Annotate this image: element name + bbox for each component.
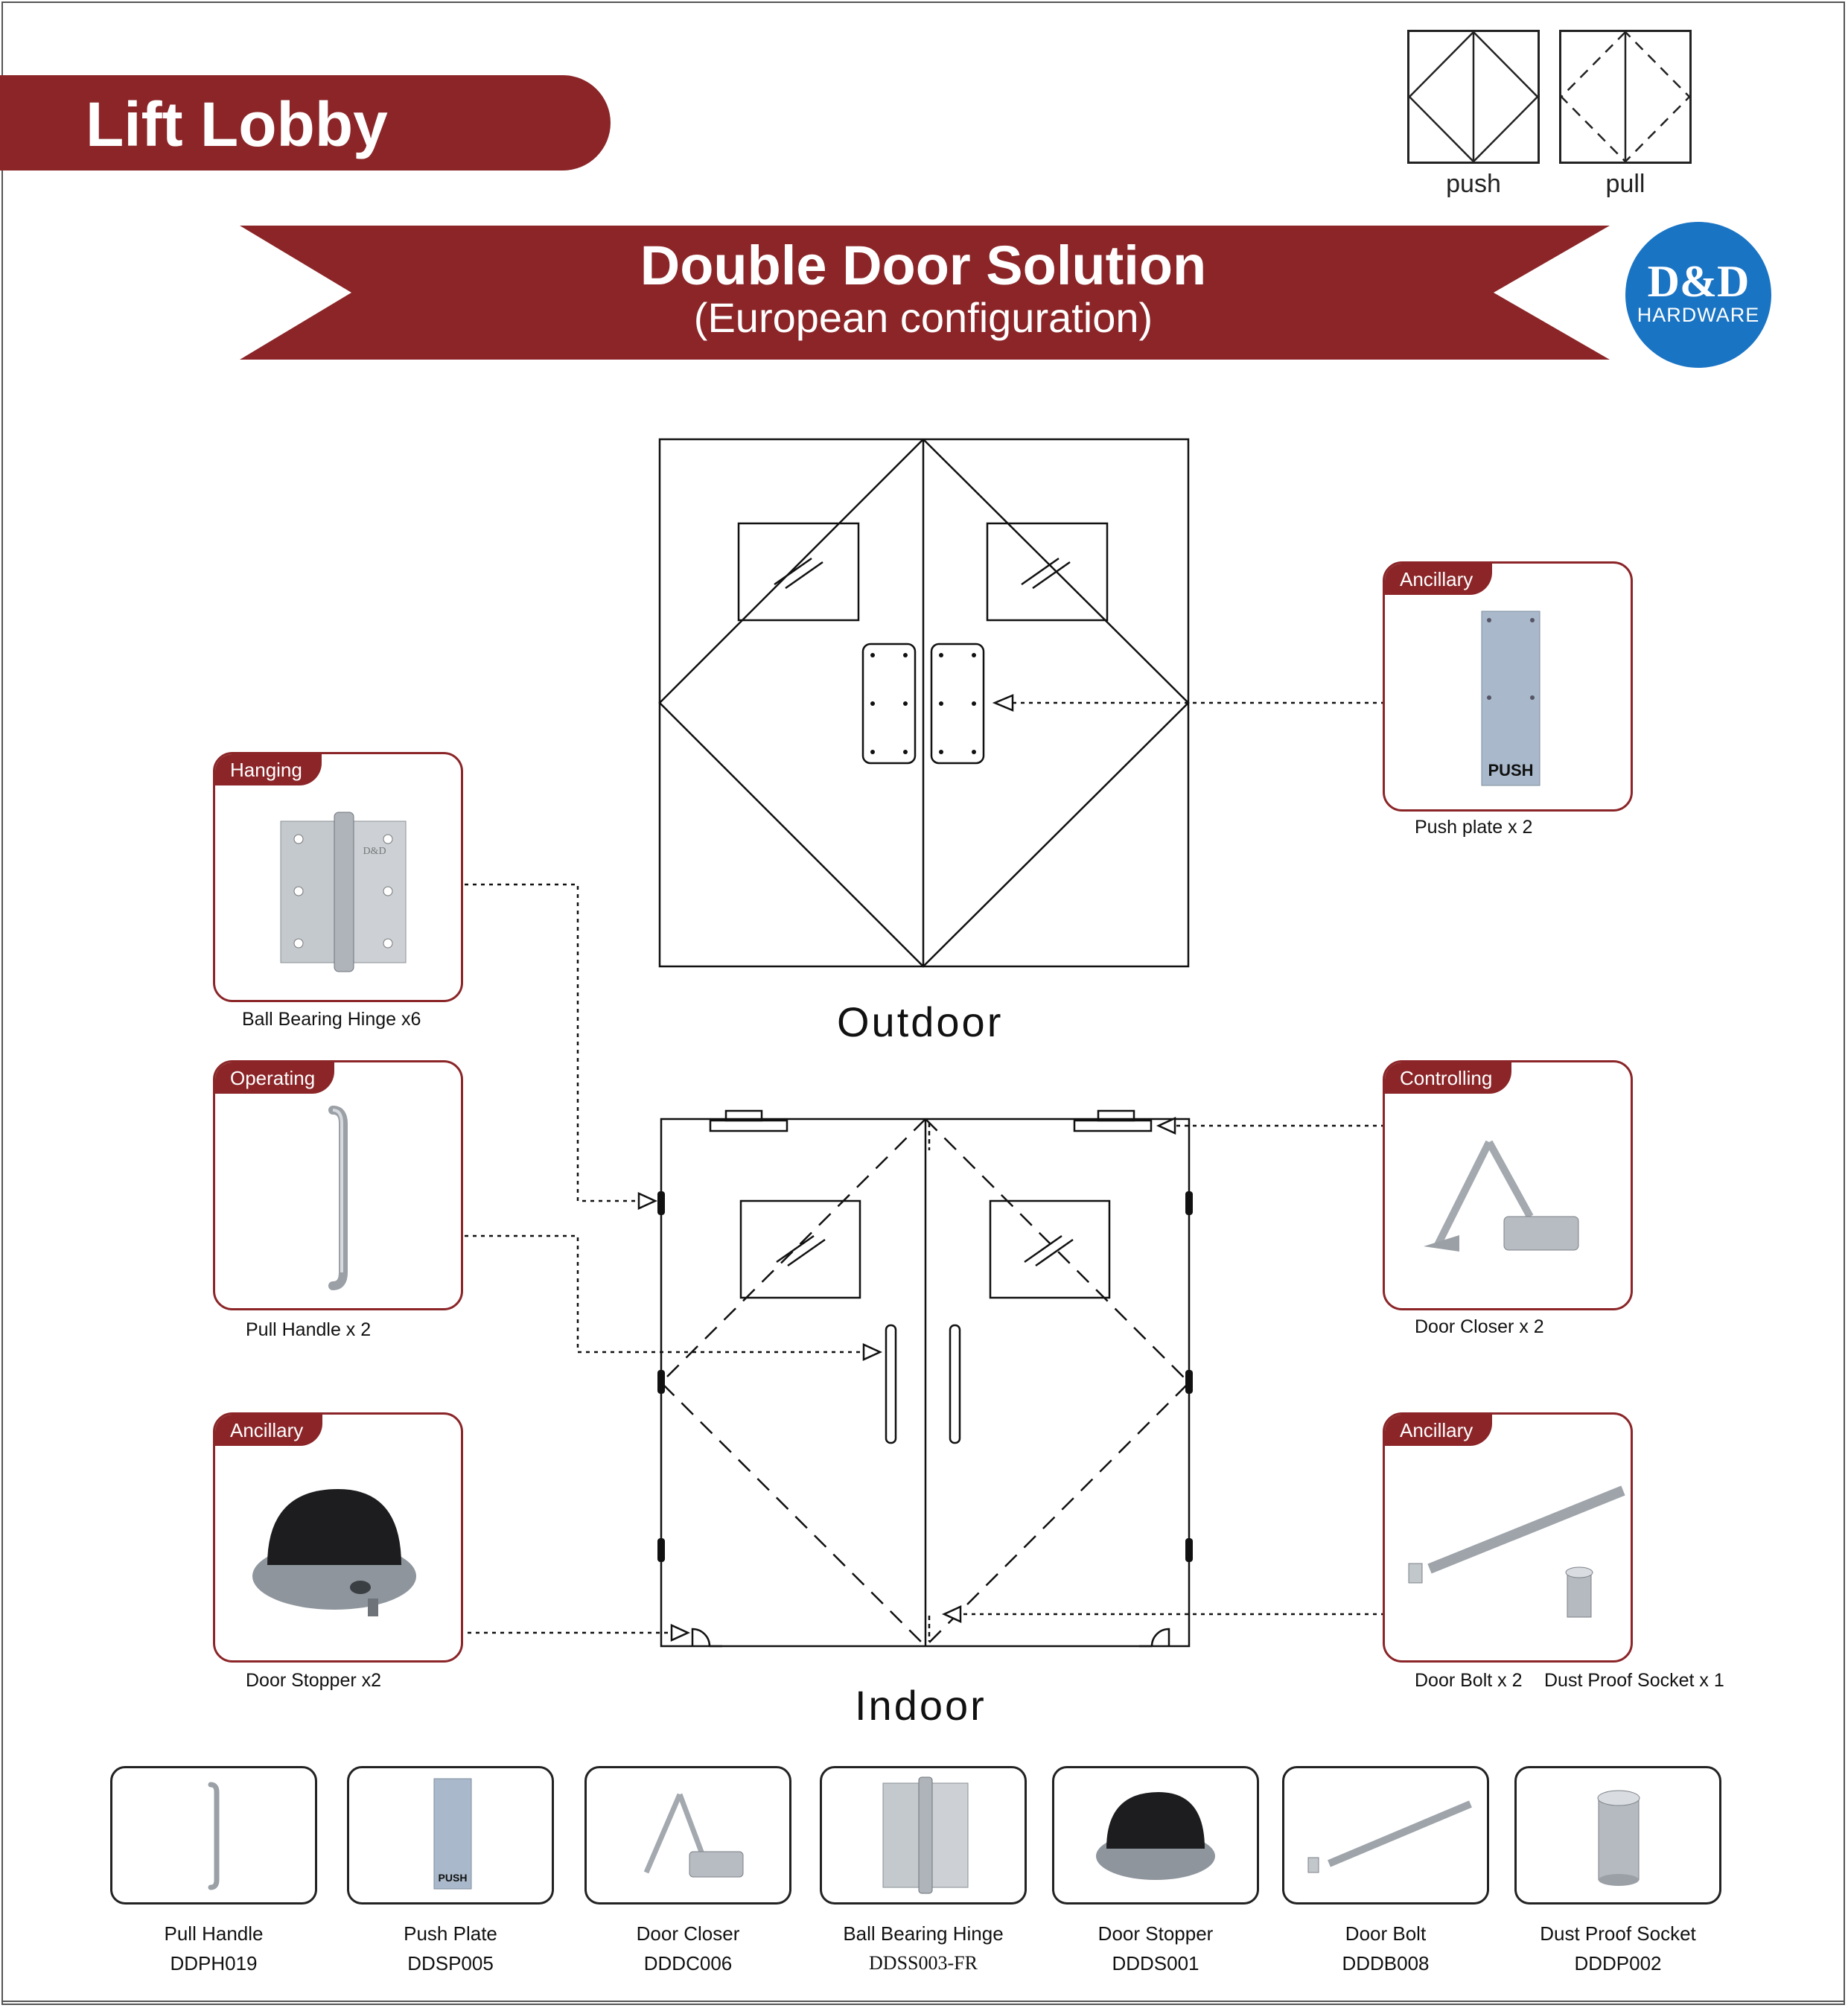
logo-main-text: D&D (1647, 257, 1750, 306)
push-legend-icon (1407, 30, 1540, 164)
callout-category: Ancillary (1385, 564, 1493, 595)
product-code: DDPH019 (170, 1952, 258, 1974)
ribbon-subtitle: (European configuration) (693, 294, 1153, 341)
product-code: DDDP002 (1574, 1952, 1662, 1974)
product-code: DDDC006 (643, 1952, 733, 1974)
hinge-image: D&D (280, 812, 407, 972)
door-stopper-callout-card: Ancillary (213, 1412, 463, 1663)
logo-sub-text: HARDWARE (1637, 304, 1760, 326)
pull-handle-caption: Pull Handle x 2 (246, 1319, 372, 1340)
product-tile-hinge (820, 1766, 1027, 1905)
indoor-label: Indoor (855, 1682, 987, 1729)
product-tile-door-bolt (1282, 1766, 1489, 1905)
outdoor-label: Outdoor (837, 998, 1004, 1045)
product-tile-pull-handle (110, 1766, 317, 1905)
callout-category: Hanging (215, 754, 322, 785)
connector-lines (465, 701, 1385, 1634)
brand-logo (1625, 222, 1771, 368)
hinge-callout-card: Hanging D&D (213, 752, 463, 1002)
indoor-door (660, 1109, 1191, 1648)
product-tile-door-closer (584, 1766, 791, 1905)
product-name: Pull Handle (164, 1922, 264, 1945)
door-bolt-callout-card: Ancillary (1383, 1412, 1633, 1663)
product-code: DDSP005 (407, 1952, 494, 1974)
outdoor-door (658, 438, 1190, 968)
product-name: Door Bolt (1345, 1922, 1427, 1945)
product-tile-door-stopper (1052, 1766, 1259, 1905)
product-name: Dust Proof Socket (1540, 1922, 1696, 1945)
push-plate-tile-text: PUSH (439, 1872, 468, 1884)
door-bolt-image (1408, 1485, 1625, 1618)
page-title: Lift Lobby (86, 89, 388, 159)
header-banner (0, 75, 611, 170)
pull-legend-icon (1559, 30, 1692, 164)
callout-category: Ancillary (215, 1415, 323, 1446)
hinge-caption: Ball Bearing Hinge x6 (242, 1009, 421, 1030)
dust-socket-caption: Dust Proof Socket x 1 (1544, 1670, 1724, 1691)
push-plate-caption: Push plate x 2 (1415, 817, 1533, 838)
pull-handle-callout-card: Operating (213, 1060, 463, 1310)
product-code: DDSS003-FR (869, 1952, 978, 1974)
push-plate-image: PUSH (1481, 611, 1540, 786)
product-name: Door Closer (636, 1922, 740, 1945)
door-bolt-caption: Door Bolt x 2 (1415, 1670, 1523, 1691)
bottom-rule (1, 2001, 1845, 2002)
push-plate-callout-card: Ancillary PUSH (1383, 561, 1633, 812)
hinge-marking: D&D (363, 846, 386, 857)
product-tile-dust-socket (1514, 1766, 1721, 1905)
callout-category: Operating (215, 1062, 335, 1094)
door-stopper-image (252, 1489, 416, 1616)
door-stopper-caption: Door Stopper x2 (246, 1670, 382, 1691)
push-legend-label: push (1446, 170, 1501, 198)
door-closer-caption: Door Closer x 2 (1415, 1316, 1544, 1337)
product-code: DDDS001 (1112, 1952, 1199, 1974)
product-name: Door Stopper (1097, 1922, 1214, 1945)
title-ribbon (240, 226, 1610, 360)
callout-category: Controlling (1385, 1062, 1512, 1094)
ribbon-title: Double Door Solution (640, 235, 1207, 296)
connector-arrowheads (637, 694, 1176, 1642)
product-code: DDDB008 (1342, 1952, 1430, 1974)
push-plate-screws (870, 653, 976, 754)
door-closer-image (1424, 1140, 1579, 1252)
product-name: Push Plate (404, 1922, 497, 1945)
pull-handle-image (328, 1106, 348, 1290)
push-plate-text: PUSH (1488, 761, 1533, 780)
hinge-marks (657, 1191, 1193, 1562)
pull-legend-label: pull (1605, 170, 1645, 198)
product-tile-push-plate: PUSH (347, 1766, 554, 1905)
door-closer-callout-card: Controlling (1383, 1060, 1633, 1310)
callout-category: Ancillary (1385, 1415, 1493, 1446)
indoor-swing-lines (660, 1118, 1191, 1647)
product-name: Ball Bearing Hinge (843, 1922, 1004, 1945)
